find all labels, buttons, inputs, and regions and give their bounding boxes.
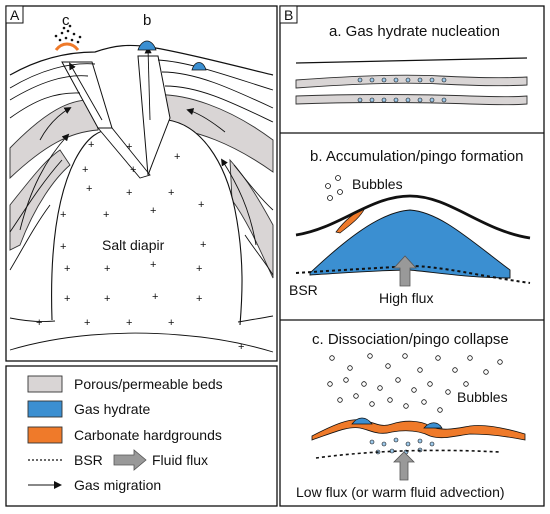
sub-a-seafloor [295, 57, 528, 64]
svg-text:+: + [150, 259, 156, 271]
gas-migration-arrow-left-upper [39, 107, 72, 141]
fault-block-mid [97, 127, 151, 179]
svg-text:+: + [104, 293, 110, 305]
gas-migration-arrow-right [221, 158, 257, 246]
sub-b-title: b. Accumulation/pingo formation [310, 148, 523, 165]
svg-text:+: + [196, 263, 202, 275]
svg-text:+: + [64, 293, 70, 305]
gas-migration-arrow-fault-right [144, 46, 152, 121]
layer-1 [9, 59, 274, 91]
svg-text:+: + [84, 317, 90, 329]
svg-text:+: + [238, 341, 244, 353]
marker-b-label: b [143, 12, 151, 29]
svg-text:+: + [60, 241, 66, 253]
legend-swatch-porous [27, 375, 63, 393]
sub-a-bed-lower [295, 94, 528, 106]
sub-c-bubbles-label: Bubbles [457, 389, 508, 405]
salt-diapir-label: Salt diapir [102, 237, 165, 253]
panel-b: B a. Gas hydrate nucleation b. Accumulat… [279, 5, 545, 507]
seafloor-line [9, 44, 274, 76]
legend-porous-label: Porous/permeable beds [74, 376, 223, 392]
gas-hydrate-small [191, 62, 207, 71]
layer-6 [9, 315, 274, 323]
layer-3 [9, 85, 274, 123]
svg-text:+: + [126, 317, 132, 329]
legend-hydrate-label: Gas hydrate [74, 401, 150, 417]
gas-migration-arrow-fault-left [69, 62, 103, 121]
sub-c-bsr [315, 449, 501, 459]
gas-migration-arrow-left [19, 133, 70, 231]
fluid-flux-arrow-icon [113, 449, 147, 471]
layer-2 [9, 71, 274, 109]
svg-text:+: + [130, 164, 136, 176]
svg-text:+: + [104, 263, 110, 275]
sub-c-gas-dots [369, 437, 435, 455]
salt-crosses: + + + + + + + + + + + + + + + + + + + + + + + + + + + [36, 139, 244, 353]
carbonate-hardground-c [54, 42, 80, 51]
panel-b-label: B [284, 7, 293, 23]
sub-c-flux-arrow-icon [393, 451, 415, 481]
legend-bsr-label: BSR [74, 452, 103, 468]
svg-text:+: + [86, 183, 92, 195]
porous-bed-left-upper [9, 99, 99, 180]
legend-gas-migration-label: Gas migration [74, 477, 161, 493]
panel-a-label: A [10, 7, 20, 23]
sub-a-bed-upper [295, 74, 528, 89]
layer-7 [9, 332, 274, 353]
sub-b-bubbles-label: Bubbles [352, 176, 403, 192]
sub-c-hydrate-remnant-1 [351, 417, 373, 425]
svg-text:+: + [150, 205, 156, 217]
sub-b-bsr-label: BSR [289, 282, 318, 298]
legend-swatch-carbonate [27, 426, 63, 444]
sub-b-seafloor-dome [295, 194, 531, 240]
panel-a-label-box [5, 5, 24, 24]
sub-c-title: c. Dissociation/pingo collapse [312, 331, 509, 348]
svg-text:+: + [174, 151, 180, 163]
sub-c-bubbles [327, 353, 503, 413]
sub-a-title: a. Gas hydrate nucleation [329, 23, 500, 40]
layer-4 [9, 159, 274, 233]
porous-bed-right-lower [229, 158, 274, 279]
sub-c-carbonate-crust [311, 419, 526, 441]
svg-text:+: + [152, 291, 158, 303]
sub-b-bubbles [325, 175, 343, 201]
fault-block-right [137, 55, 171, 176]
legend-swatch-hydrate [27, 400, 63, 418]
marker-c-label: c [62, 12, 70, 29]
panel-a: A c [5, 5, 278, 362]
bubble-cluster-c [54, 24, 82, 44]
layer-5 [9, 204, 274, 276]
gas-migration-arrow-right-upper [186, 108, 226, 133]
svg-text:+: + [60, 209, 66, 221]
sub-b-hydrate-mound [309, 209, 511, 279]
svg-text:+: + [196, 293, 202, 305]
svg-text:+: + [36, 317, 42, 329]
svg-text:+: + [82, 164, 88, 176]
svg-text:+: + [126, 187, 132, 199]
sub-b-flux-label: High flux [379, 290, 433, 306]
legend-carbonate-label: Carbonate hardgrounds [74, 427, 222, 443]
legend: Porous/permeable beds Gas hydrate Carbon… [5, 365, 278, 507]
gas-hydrate-b [137, 40, 157, 51]
sub-a-hydrate-nuclei [357, 77, 447, 103]
svg-text:+: + [168, 187, 174, 199]
legend-fluid-flux-label: Fluid flux [152, 452, 208, 468]
porous-bed-left-lower [9, 149, 71, 251]
sub-c-hydrate-remnant-2 [423, 422, 443, 429]
svg-text:+: + [200, 239, 206, 251]
svg-text:+: + [198, 199, 204, 211]
svg-text:+: + [88, 139, 94, 151]
sub-b-flux-arrow-icon [393, 255, 417, 287]
sub-c-flux-label: Low flux (or warm fluid advection) [296, 484, 505, 500]
svg-text:+: + [126, 141, 132, 153]
panel-b-label-box [279, 5, 298, 24]
svg-text:+: + [64, 263, 70, 275]
svg-text:+: + [168, 317, 174, 329]
svg-text:+: + [103, 209, 109, 221]
